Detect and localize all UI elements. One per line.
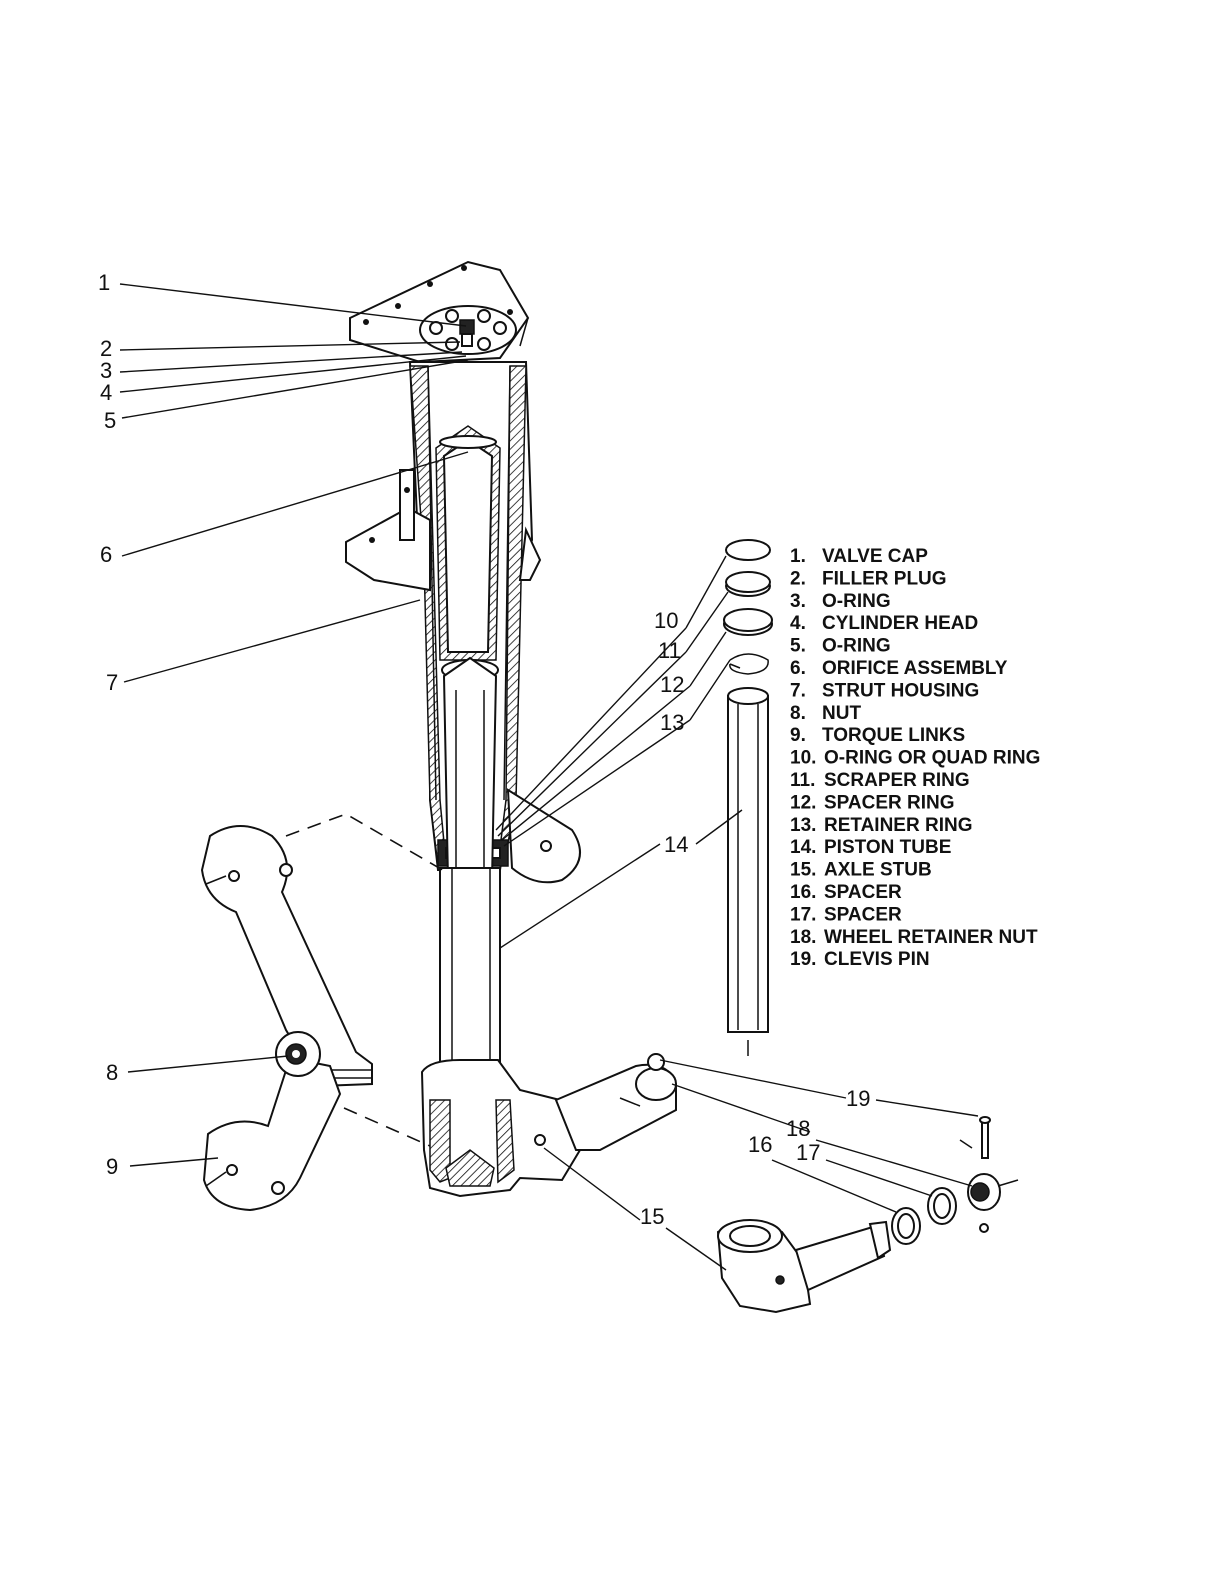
legend-item: 19. CLEVIS PIN xyxy=(790,949,930,970)
legend-item: 16. SPACER xyxy=(790,882,902,903)
legend-item: 3. O-RING xyxy=(790,591,891,612)
callout-5: 5 xyxy=(104,408,116,433)
callout-15: 15 xyxy=(640,1204,664,1229)
callout-14: 14 xyxy=(664,832,688,857)
legend-item-number: 17. xyxy=(790,904,816,925)
legend-item: 1. VALVE CAP xyxy=(790,546,928,567)
legend-item-name: SPACER RING xyxy=(824,792,955,813)
legend-item-number: 18. xyxy=(790,927,816,948)
piston-assembly xyxy=(420,656,582,1198)
legend-item-number: 13. xyxy=(790,815,816,836)
legend-item: 10. O-RING OR QUAD RING xyxy=(790,748,1040,769)
legend-item: 12. SPACER RING xyxy=(790,792,955,813)
legend-item: 5. O-RING xyxy=(790,636,891,657)
callout-7: 7 xyxy=(106,670,118,695)
spacers-and-nut xyxy=(891,1116,1019,1245)
callout-2: 2 xyxy=(100,336,112,361)
legend-item: 8. NUT xyxy=(790,703,861,724)
legend-item: 18. WHEEL RETAINER NUT xyxy=(790,927,1038,948)
legend-item-name: TORQUE LINKS xyxy=(822,725,965,746)
legend-item: 17. SPACER xyxy=(790,904,902,925)
legend-item-number: 6. xyxy=(790,658,806,679)
legend-item-name: O-RING xyxy=(822,636,891,657)
axle-stub-exploded xyxy=(716,1219,892,1314)
parts-legend: 1. VALVE CAP 2. FILLER PLUG 3. O-RING 4. CYLIND… xyxy=(790,546,1040,970)
legend-item-name: PISTON TUBE xyxy=(824,837,951,858)
callout-6: 6 xyxy=(100,542,112,567)
legend-item: 9. TORQUE LINKS xyxy=(790,725,965,746)
legend-item-number: 16. xyxy=(790,882,816,903)
legend-item-name: SPACER xyxy=(824,882,902,903)
legend-item-number: 12. xyxy=(790,792,816,813)
legend-item: 13. RETAINER RING xyxy=(790,815,972,836)
legend-item: 14. PISTON TUBE xyxy=(790,837,951,858)
callout-18: 18 xyxy=(786,1116,810,1141)
callout-3: 3 xyxy=(100,358,112,383)
legend-item: 6. ORIFICE ASSEMBLY xyxy=(790,658,1008,679)
callout-17: 17 xyxy=(796,1140,820,1165)
legend-item-name: NUT xyxy=(822,703,861,724)
legend-item-number: 3. xyxy=(790,591,806,612)
callout-4: 4 xyxy=(100,380,112,405)
legend-item-number: 10. xyxy=(790,748,816,769)
legend-item-name: SPACER xyxy=(824,904,902,925)
callout-8: 8 xyxy=(106,1060,118,1085)
legend-item: 4. CYLINDER HEAD xyxy=(790,613,978,634)
legend-item-name: SCRAPER RING xyxy=(824,770,970,791)
legend-item-name: AXLE STUB xyxy=(824,860,932,881)
legend-item-number: 14. xyxy=(790,837,816,858)
leader-lines xyxy=(119,283,979,1271)
legend-item-name: CLEVIS PIN xyxy=(824,949,930,970)
legend-item-name: CYLINDER HEAD xyxy=(822,613,978,634)
torque-links xyxy=(200,813,447,1212)
legend-item-number: 9. xyxy=(790,725,806,746)
callout-13: 13 xyxy=(660,710,684,735)
piston-tube-exploded xyxy=(727,687,769,1056)
legend-item-name: WHEEL RETAINER NUT xyxy=(824,927,1038,948)
callout-16: 16 xyxy=(748,1132,772,1157)
legend-item-number: 7. xyxy=(790,680,806,701)
legend-item: 11. SCRAPER RING xyxy=(790,770,970,791)
legend-item: 15. AXLE STUB xyxy=(790,860,932,881)
callout-12: 12 xyxy=(660,672,684,697)
legend-item-number: 1. xyxy=(790,546,806,567)
legend-item-name: O-RING xyxy=(822,591,891,612)
legend-item: 7. STRUT HOUSING xyxy=(790,680,979,701)
legend-item-number: 4. xyxy=(790,613,806,634)
legend-item-number: 8. xyxy=(790,703,806,724)
callout-11: 11 xyxy=(658,638,681,663)
callout-10: 10 xyxy=(654,608,678,633)
legend-item-number: 5. xyxy=(790,636,806,657)
legend-item-number: 19. xyxy=(790,949,816,970)
legend-item-name: STRUT HOUSING xyxy=(822,680,979,701)
legend-item-name: ORIFICE ASSEMBLY xyxy=(822,658,1008,679)
legend-item-name: FILLER PLUG xyxy=(822,568,947,589)
legend-item-name: O-RING OR QUAD RING xyxy=(824,748,1040,769)
legend-item-name: RETAINER RING xyxy=(824,815,972,836)
callout-19: 19 xyxy=(846,1086,870,1111)
legend-item-name: VALVE CAP xyxy=(822,546,928,567)
legend-item-number: 11. xyxy=(790,770,815,791)
axle-stub-mounted xyxy=(554,1053,677,1151)
callout-numbers: 1 2 3 4 5 6 7 8 9 10 11 12 13 14 15 16 1… xyxy=(98,270,870,1229)
callout-1: 1 xyxy=(98,270,110,295)
legend-item-number: 15. xyxy=(790,860,816,881)
legend-item: 2. FILLER PLUG xyxy=(790,568,947,589)
seal-kit xyxy=(723,539,773,675)
legend-item-number: 2. xyxy=(790,568,806,589)
callout-9: 9 xyxy=(106,1154,118,1179)
